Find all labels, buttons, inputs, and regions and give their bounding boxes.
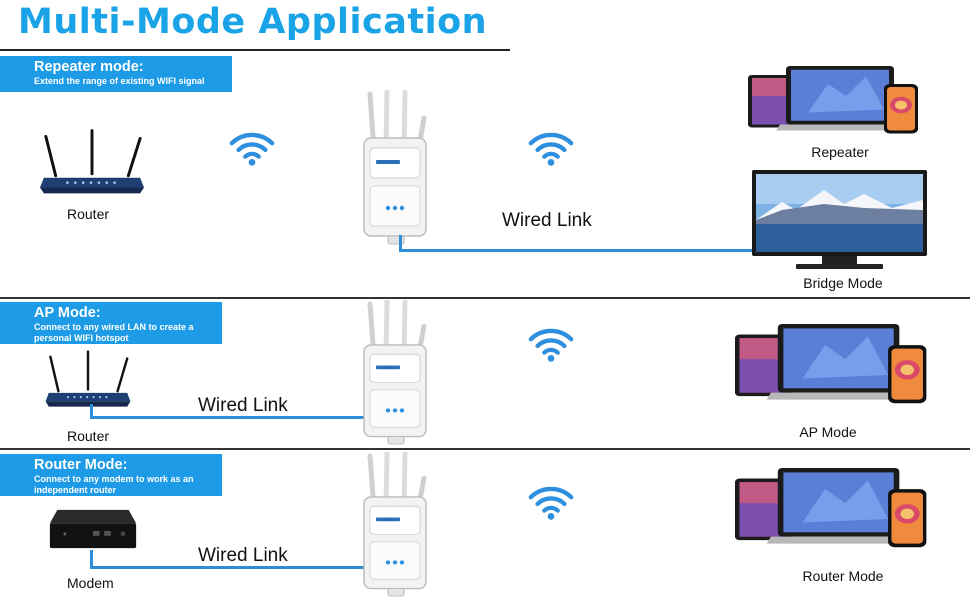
- router-mode-description: Connect to any modem to work as an indep…: [10, 474, 212, 496]
- section-divider: [0, 297, 970, 299]
- ap-wired-link-label: Wired Link: [198, 395, 288, 417]
- ap-mode-description: Connect to any wired LAN to create a per…: [10, 322, 212, 344]
- ap-devices-label: AP Mode: [768, 424, 888, 440]
- router-mode-heading: Router Mode:: [10, 457, 212, 474]
- ap-mode-badge: AP Mode: Connect to any wired LAN to cre…: [0, 302, 222, 344]
- router-mode-badge: Router Mode: Connect to any modem to wor…: [0, 454, 222, 496]
- tv-icon: [752, 170, 927, 270]
- repeater-mode-description: Extend the range of existing WIFI signal: [10, 76, 222, 87]
- extender-icon: [358, 452, 430, 597]
- devices-icon: [735, 324, 932, 412]
- repeater-mode-heading: Repeater mode:: [10, 59, 222, 76]
- modem-label: Modem: [67, 575, 114, 591]
- router-icon: [38, 128, 146, 198]
- router-mode-devices-label: Router Mode: [783, 568, 903, 584]
- wifi-icon: [527, 482, 575, 522]
- wifi-icon: [228, 128, 276, 168]
- repeater-wired-link-label: Wired Link: [502, 210, 592, 232]
- router-icon: [44, 350, 132, 410]
- repeater-router-label: Router: [67, 206, 109, 222]
- wifi-icon: [527, 128, 575, 168]
- wifi-icon: [527, 324, 575, 364]
- title-underline: [0, 49, 510, 51]
- repeater-devices-label: Repeater: [780, 144, 900, 160]
- devices-icon: [748, 66, 923, 141]
- extender-icon: [358, 90, 430, 245]
- page-title: Multi-Mode Application: [18, 2, 487, 42]
- wired-link-line: [399, 249, 757, 252]
- extender-icon: [358, 300, 430, 445]
- repeater-mode-badge: Repeater mode: Extend the range of exist…: [0, 56, 232, 92]
- devices-icon: [735, 468, 932, 556]
- section-divider: [0, 448, 970, 450]
- bridge-mode-label: Bridge Mode: [783, 275, 903, 291]
- modem-icon: [48, 508, 138, 552]
- router-wired-link-label: Wired Link: [198, 545, 288, 567]
- ap-router-label: Router: [67, 428, 109, 444]
- ap-mode-heading: AP Mode:: [10, 305, 212, 322]
